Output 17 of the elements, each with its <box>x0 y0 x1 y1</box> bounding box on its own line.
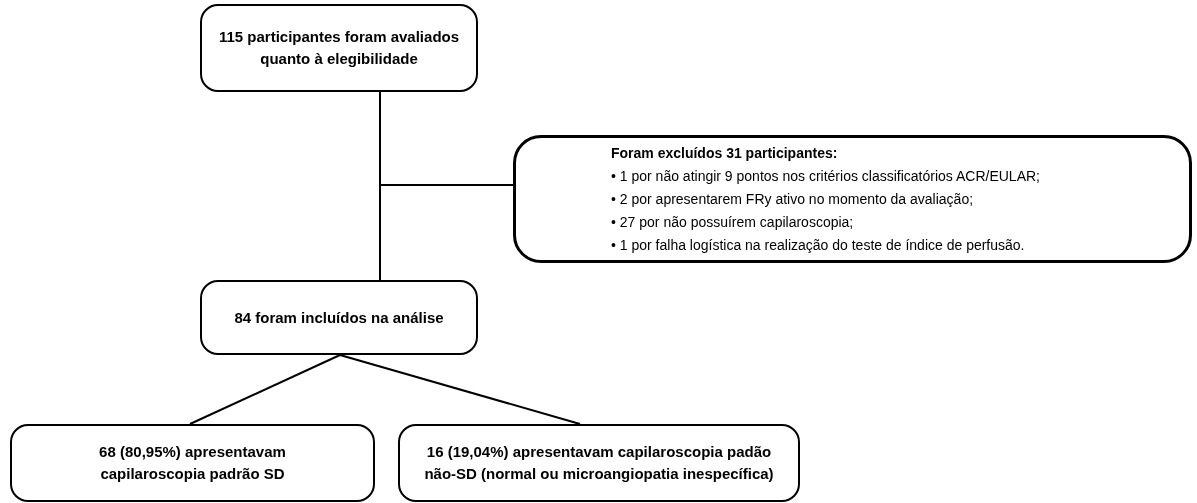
bullet-item: • 1 por falha logística na realização do teste de índice de perfusão. <box>611 235 1025 255</box>
connector-line <box>339 354 581 425</box>
connector-line <box>189 354 341 425</box>
process-box <box>200 4 478 92</box>
box-text: 16 (19,04%) apresentavam capilaroscopia padão não-SD (normal ou microangiopatia inespecífica) <box>423 442 775 484</box>
connector-line <box>379 91 514 186</box>
bullet-item: • 2 por apresentarem FRy ativo no momento da avaliação; <box>611 189 974 209</box>
box-text: 68 (80,95%) apresentavam capilaroscopia padrão SD <box>98 442 287 484</box>
box-heading: Foram excluídos 31 participantes: <box>611 143 838 163</box>
bullet-item: • 1 por não atingir 9 pontos nos critérios classificatórios ACR/EULAR; <box>611 166 1040 186</box>
box-text: 115 participantes foram avaliados quanto à elegibilidade <box>217 27 461 69</box>
exclusion-box <box>513 135 1192 263</box>
process-box <box>398 424 800 502</box>
box-text: 84 foram incluídos na análise <box>234 307 444 328</box>
bullet-item: • 27 por não possuírem capilaroscopia; <box>611 212 854 232</box>
process-box <box>200 280 478 355</box>
process-box <box>10 424 375 502</box>
